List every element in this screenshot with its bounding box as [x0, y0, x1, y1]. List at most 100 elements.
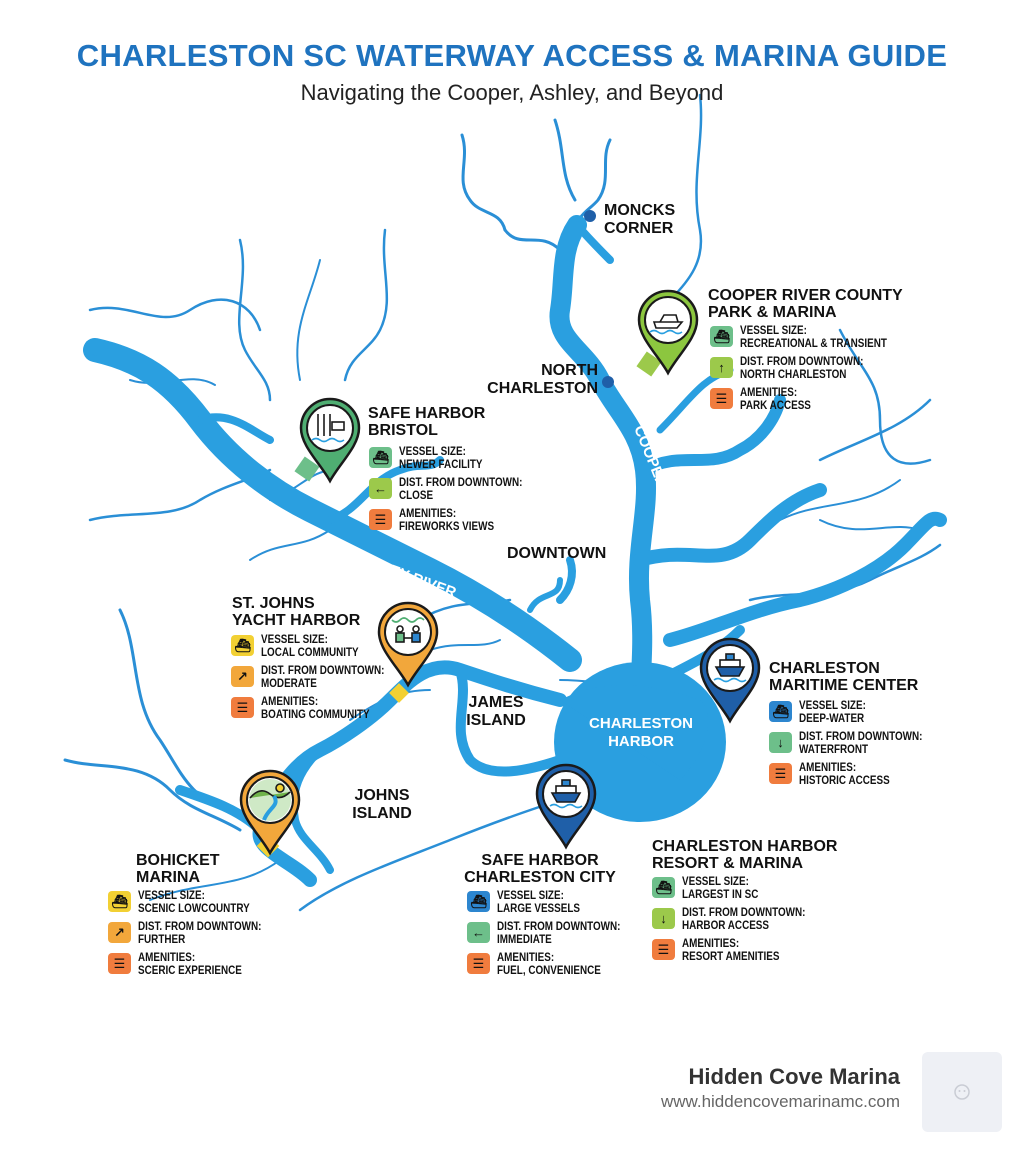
info-row-text: AMENITIES:BOATING COMMUNITY	[261, 696, 370, 721]
info-row-text: VESSEL SIZE:LARGEST IN SC	[682, 876, 759, 901]
marina-info-bohicket: ⛴VESSEL SIZE:SCENIC LOWCOUNTRY↗ DIST. FRO…	[108, 890, 338, 983]
info-row-text: VESSEL SIZE:LARGE VESSELS	[497, 890, 580, 915]
arrow-up-right-icon: ↗	[231, 666, 254, 687]
info-row: ← DIST. FROM DOWNTOWN:CLOSE	[369, 477, 599, 508]
info-row: ↗ DIST. FROM DOWNTOWN:FURTHER	[108, 921, 338, 952]
boat-icon: ⛴	[710, 326, 733, 347]
info-row: ☰ AMENITIES:FUEL, CONVENIENCE	[467, 952, 697, 983]
info-row-text: DIST. FROM DOWNTOWN:WATERFRONT	[799, 731, 923, 756]
marina-info-st-johns: ⛴ VESSEL SIZE:LOCAL COMMUNITY ↗ DIST. FROM …	[231, 634, 461, 727]
info-row: ⛴ VESSEL SIZE:NEWER FACILITY	[369, 446, 599, 477]
info-row: ↓ DIST. FROM DOWNTOWN:HARBOR ACCESS	[652, 907, 882, 938]
info-row-text: DIST. FROM DOWNTOWN:CLOSE	[399, 477, 523, 502]
brand-url[interactable]: www.hiddencovemarinamc.com	[660, 1092, 900, 1111]
info-row: ⛴VESSEL SIZE:DEEP-WATER	[769, 700, 999, 731]
info-row: ☰ AMENITIES:RESORT AMENITIES	[652, 938, 882, 969]
arrow-down-icon: ↓	[769, 732, 792, 753]
info-row: ⛴VESSEL SIZE:SCENIC LOWCOUNTRY	[108, 890, 338, 921]
info-row-text: DIST. FROM DOWNTOWN:NORTH CHARLESTON	[740, 356, 864, 381]
arrow-left-icon: ←	[467, 922, 490, 943]
info-row-text: VESSEL SIZE:RECREATIONAL & TRANSIENT	[740, 325, 887, 350]
info-row: ☰ AMENITIES:BOATING COMMUNITY	[231, 696, 461, 727]
info-row-text: AMENITIES:RESORT AMENITIES	[682, 938, 780, 963]
arrow-left-icon: ←	[369, 478, 392, 499]
info-row-text: AMENITIES:FUEL, CONVENIENCE	[497, 952, 601, 977]
info-row: ⛴ VESSEL SIZE:LARGEST IN SC	[652, 876, 882, 907]
logo-icon	[954, 1084, 970, 1100]
marina-info-cooper-river: ⛴ VESSEL SIZE:RECREATIONAL & TRANSIENT ↑ DI…	[710, 325, 940, 418]
marina-info-maritime-center: ⛴VESSEL SIZE:DEEP-WATER↓ DIST. FROM DOWNT…	[769, 700, 999, 793]
info-row-text: AMENITIES:PARK ACCESS	[740, 387, 811, 412]
cooper-dock-marker	[636, 351, 662, 377]
info-row-text: DIST. FROM DOWNTOWN:FURTHER	[138, 921, 262, 946]
map-pin-bohicket-marina[interactable]	[239, 769, 301, 856]
info-row-text: DIST. FROM DOWNTOWN:IMMEDIATE	[497, 921, 621, 946]
info-row: ☰ AMENITIES:PARK ACCESS	[710, 387, 940, 418]
boat-icon: ⛴	[231, 635, 254, 656]
place-downtown: DOWNTOWN	[507, 545, 607, 562]
map-pin-safe-harbor-bristol[interactable]	[299, 397, 361, 484]
marina-info-safe-harbor-city: ⛴ VESSEL SIZE:LARGE VESSELS ← DIST. FROM DO…	[467, 890, 697, 983]
dock-icon	[311, 414, 345, 443]
info-row: ↗ DIST. FROM DOWNTOWN:MODERATE	[231, 665, 461, 696]
info-row-text: DIST. FROM DOWNTOWN:HARBOR ACCESS	[682, 907, 806, 932]
list-icon: ☰	[108, 953, 131, 974]
boat-icon: ⛴	[467, 891, 490, 912]
list-icon: ☰	[467, 953, 490, 974]
list-icon: ☰	[369, 509, 392, 530]
map-pin-safe-harbor-charleston-city[interactable]	[535, 763, 597, 850]
info-row-text: VESSEL SIZE:LOCAL COMMUNITY	[261, 634, 359, 659]
info-row-text: VESSEL SIZE:DEEP-WATER	[799, 700, 866, 725]
map-pin-charleston-maritime-center[interactable]	[699, 637, 761, 724]
boat-icon	[649, 314, 684, 335]
bristol-dock-marker	[294, 456, 320, 482]
info-row: ☰ AMENITIES:HISTORIC ACCESS	[769, 762, 999, 793]
info-row: ↓ DIST. FROM DOWNTOWN:WATERFRONT	[769, 731, 999, 762]
list-icon: ☰	[231, 697, 254, 718]
brand-logo	[922, 1052, 1002, 1132]
ship-icon	[549, 779, 583, 809]
arrow-down-icon: ↓	[652, 908, 675, 929]
info-row-text: VESSEL SIZE:NEWER FACILITY	[399, 446, 483, 471]
info-row: ☰AMENITIES:SCERIC EXPERIENCE	[108, 952, 338, 983]
moncks-corner-dot	[584, 210, 596, 222]
info-row: ⛴ VESSEL SIZE:RECREATIONAL & TRANSIENT	[710, 325, 940, 356]
brand-name: Hidden Cove Marina	[688, 1064, 900, 1089]
info-row: ← DIST. FROM DOWNTOWN:IMMEDIATE	[467, 921, 697, 952]
list-icon: ☰	[769, 763, 792, 784]
boat-icon: ⛴	[652, 877, 675, 898]
info-row-text: AMENITIES:HISTORIC ACCESS	[799, 762, 890, 787]
info-row: ☰ AMENITIES:FIREWORKS VIEWS	[369, 508, 599, 539]
stjohns-dock-marker	[389, 683, 409, 703]
list-icon: ☰	[652, 939, 675, 960]
info-row-text: DIST. FROM DOWNTOWN:MODERATE	[261, 665, 385, 690]
map-pin-cooper-river-county-park[interactable]	[637, 289, 699, 376]
info-row: ↑ DIST. FROM DOWNTOWN:NORTH CHARLESTON	[710, 356, 940, 387]
arrow-up-right-icon: ↗	[108, 922, 131, 943]
page-subtitle: Navigating the Cooper, Ashley, and Beyon…	[300, 80, 724, 105]
map-pin-st-johns-yacht-harbor[interactable]	[377, 601, 439, 688]
boat-icon: ⛴	[108, 891, 131, 912]
boat-icon: ⛴	[369, 447, 392, 468]
page-title: CHARLESTON SC WATERWAY ACCESS & MARINA G…	[76, 38, 948, 73]
north-charleston-dot	[602, 376, 614, 388]
list-icon: ☰	[710, 388, 733, 409]
arrow-up-icon: ↑	[710, 357, 733, 378]
people-icon	[391, 617, 425, 643]
marina-info-safe-harbor-bristol: ⛴ VESSEL SIZE:NEWER FACILITY ← DIST. FROM D…	[369, 446, 599, 539]
landscape-icon	[249, 779, 291, 821]
info-row-text: AMENITIES:FIREWORKS VIEWS	[399, 508, 495, 533]
info-row: ⛴ VESSEL SIZE:LOCAL COMMUNITY	[231, 634, 461, 665]
